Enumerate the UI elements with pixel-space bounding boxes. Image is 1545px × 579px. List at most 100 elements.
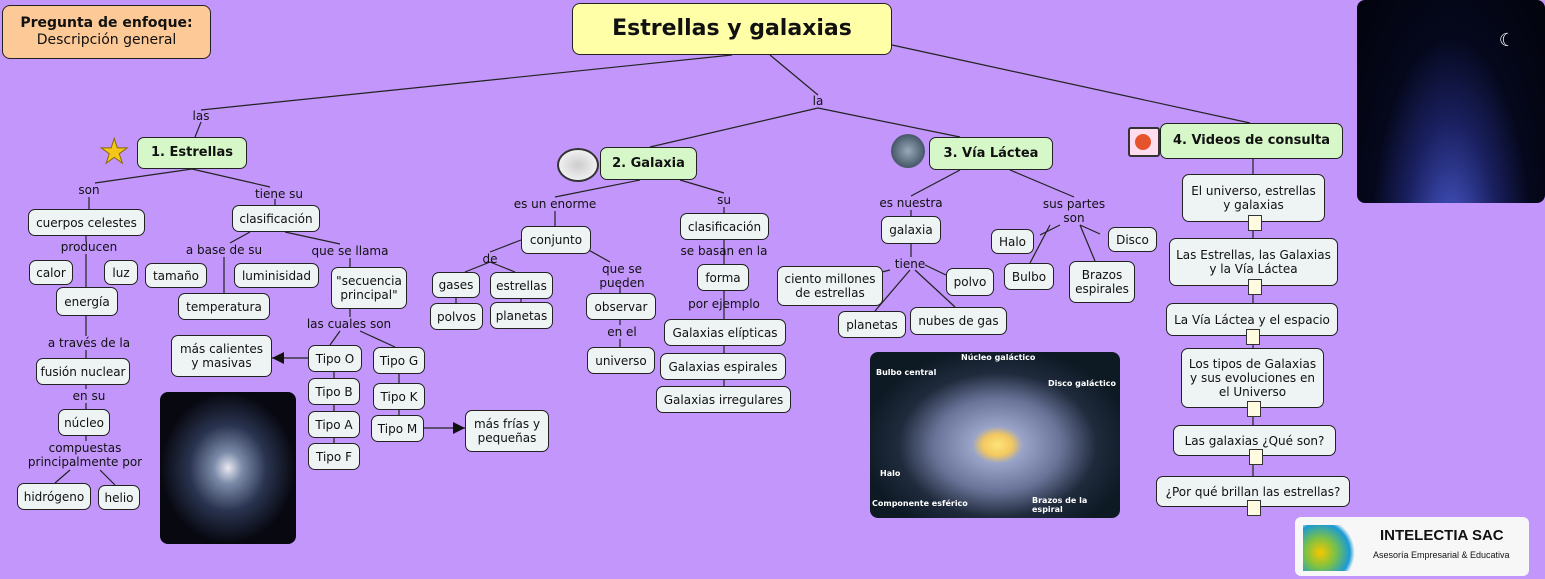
connector-line [1079, 224, 1096, 262]
document-link-icon[interactable] [1247, 279, 1262, 295]
node-nubes: nubes de gas [910, 307, 1007, 335]
node-halo: Halo [991, 229, 1034, 254]
video-icon [1128, 127, 1160, 157]
node-title: Estrellas y galaxias [572, 3, 892, 55]
connector-line [94, 168, 193, 184]
connector-line [1009, 169, 1075, 198]
link-label-tienesu: tiene su [254, 187, 304, 201]
node-brazos: Brazos espirales [1069, 261, 1135, 303]
link-label-lascuales: las cuales son [306, 317, 392, 331]
node-energia: energía [56, 287, 118, 316]
connector-line [489, 239, 522, 253]
node-bulbo: Bulbo [1004, 263, 1054, 290]
node-estrellas: 1. Estrellas [137, 137, 247, 169]
node-conjunto: conjunto [521, 226, 591, 254]
node-v4[interactable]: Los tipos de Galaxias y sus evoluciones … [1181, 348, 1324, 408]
node-luminisidad: luminisidad [234, 263, 319, 288]
document-link-icon[interactable] [1246, 401, 1261, 417]
node-calor: calor [29, 260, 73, 285]
node-v2[interactable]: Las Estrellas, las Galaxias y la Vía Lác… [1169, 238, 1338, 286]
connector-line [229, 231, 251, 244]
connector-line [194, 121, 202, 138]
node-cuerpos: cuerpos celestes [28, 209, 145, 236]
node-gases: gases [432, 272, 480, 298]
node-planetas2: planetas [838, 311, 906, 338]
milky-way-icon [891, 134, 925, 168]
node-videos: 4. Videos de consulta [1160, 123, 1343, 159]
connector-line [910, 169, 961, 197]
connector-line [329, 330, 341, 346]
node-fusion: fusión nuclear [36, 358, 130, 385]
connector-line [464, 261, 491, 273]
node-v5[interactable]: Las galaxias ¿Qué son? [1173, 425, 1336, 456]
node-nucleo: núcleo [58, 409, 110, 436]
node-secuencia: "secuencia principal" [331, 267, 407, 309]
link-label-producen: producen [60, 240, 118, 254]
focus-title: Pregunta de enfoque: [20, 15, 193, 31]
connector-line [817, 107, 961, 138]
connector-line [489, 261, 516, 273]
connector-line [99, 469, 116, 486]
node-tipoF: Tipo F [308, 443, 360, 470]
logo-brain-icon [1303, 525, 1361, 571]
node-polvos: polvos [430, 303, 483, 330]
connector-line [649, 107, 819, 148]
node-tipoA: Tipo A [308, 411, 360, 438]
node-planetas: planetas [490, 302, 553, 329]
node-clasif1: clasificación [232, 205, 320, 232]
intelectia-logo: INTELECTIA SAC Asesoría Empresarial & Ed… [1295, 517, 1529, 576]
document-link-icon[interactable] [1248, 449, 1263, 465]
node-forma: forma [697, 264, 749, 291]
focus-subtitle: Descripción general [36, 32, 177, 48]
node-tipoK: Tipo K [373, 383, 425, 410]
link-label-la: la [812, 94, 824, 108]
diagram-label-bulbo: Bulbo central [876, 368, 937, 377]
focus-question[interactable]: Pregunta de enfoque: Descripción general [2, 5, 211, 59]
document-link-icon[interactable] [1247, 500, 1261, 516]
link-label-quesepueden: que se pueden [599, 262, 645, 290]
link-label-porejemplo: por ejemplo [688, 297, 760, 311]
node-v1[interactable]: El universo, estrellas y galaxias [1182, 174, 1325, 222]
link-label-compuestas: compuestas principalmente por [27, 441, 143, 469]
spiral-galaxy-photo [160, 392, 296, 544]
connector-line [914, 269, 956, 308]
connector-line [679, 179, 725, 194]
node-espirales: Galaxias espirales [660, 353, 786, 380]
node-clasif2: clasificación [680, 213, 769, 240]
link-label-quesellama: que se llama [311, 244, 389, 258]
link-label-sebasan: se basan en la [680, 244, 768, 258]
node-estrellas2: estrellas [490, 272, 553, 299]
node-elipticas: Galaxias elípticas [664, 319, 786, 346]
node-frias: más frías y pequeñas [465, 410, 549, 452]
node-helio: helio [98, 485, 140, 510]
galaxy-icon [557, 148, 599, 182]
star-icon: ★ [98, 132, 130, 172]
connector-line [1039, 224, 1061, 236]
link-label-esnuestra: es nuestra [879, 196, 943, 210]
node-luz: luz [104, 260, 138, 285]
connector-line [200, 54, 733, 111]
node-calientes: más calientes y masivas [171, 335, 272, 377]
node-disco: Disco [1108, 227, 1157, 252]
node-v6[interactable]: ¿Por qué brillan las estrellas? [1156, 476, 1350, 507]
diagram-label-disco: Disco galáctico [1048, 379, 1116, 388]
link-label-de: de [482, 252, 498, 266]
diagram-label-componente: Componente esférico [872, 499, 968, 508]
document-link-icon[interactable] [1246, 329, 1260, 345]
connector-line [554, 179, 641, 198]
connector-line [1029, 224, 1051, 264]
node-polvo: polvo [946, 268, 994, 296]
connector-line [359, 330, 396, 348]
node-via: 3. Vía Láctea [929, 137, 1053, 170]
connector-line [191, 168, 271, 188]
node-tipoO: Tipo O [308, 345, 362, 372]
link-label-su: su [717, 193, 731, 207]
diagram-label-halo: Halo [880, 469, 901, 478]
node-v3[interactable]: La Vía Láctea y el espacio [1166, 303, 1338, 336]
connector-line [924, 264, 947, 276]
logo-name: INTELECTIA SAC [1380, 527, 1504, 544]
document-link-icon[interactable] [1247, 215, 1262, 231]
link-label-las: las [192, 109, 210, 123]
arrowhead [453, 422, 465, 434]
